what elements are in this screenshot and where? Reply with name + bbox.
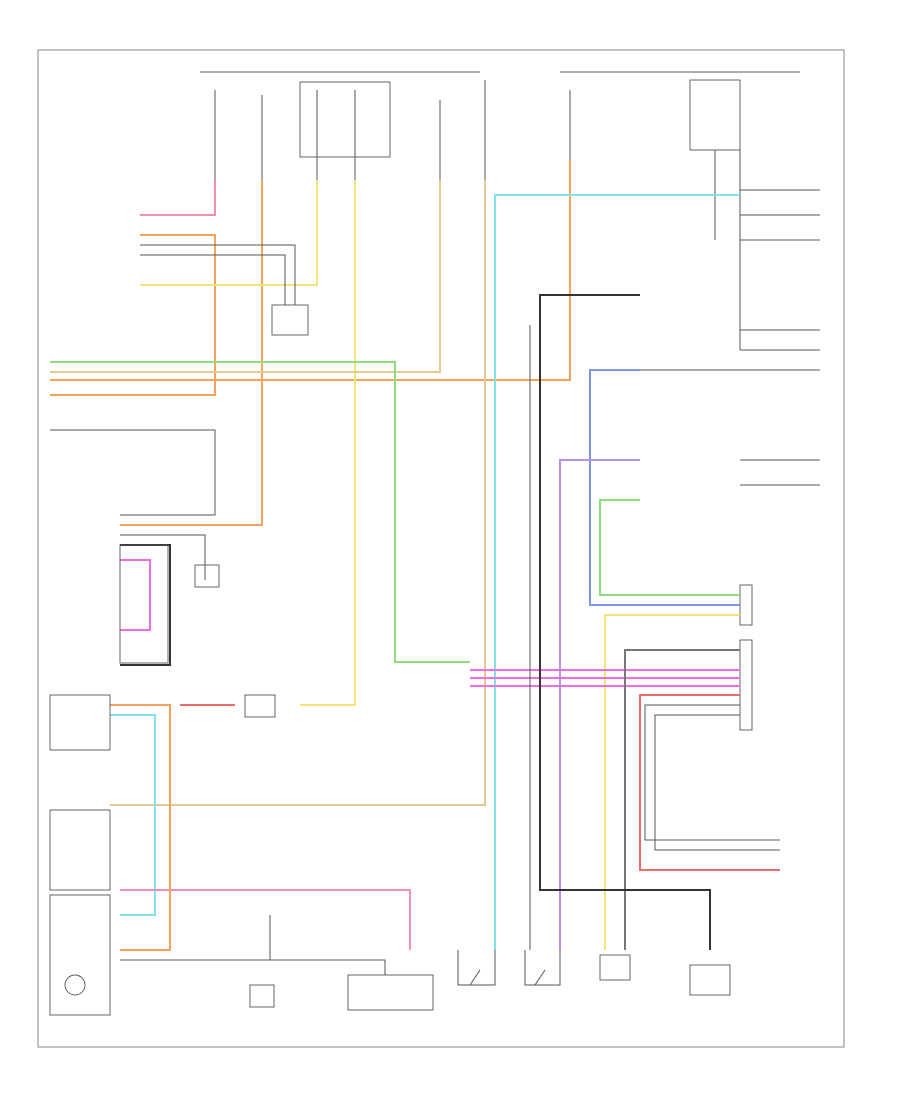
wire-tan-2 [110,180,486,806]
wire-red-1 [639,694,780,871]
wire-orange-right [50,160,571,381]
wire-orange-main [120,180,263,526]
wire-gray [624,649,740,950]
bottom-switches [457,950,561,986]
wire-magenta-4 [120,559,151,631]
wire-yellow-2 [300,180,356,706]
wire-purple [559,459,640,950]
wire-green-1 [50,361,470,663]
component-boxes [49,304,731,1016]
wire-green-2 [599,499,740,596]
wire-yellow-3 [604,614,740,950]
wire-black-2 [120,544,171,666]
wire-group [50,160,780,951]
wire-yellow-1 [140,180,318,286]
wire-pink-top [140,180,216,216]
wire-orange-horizontal [50,234,216,396]
wire-cyan-1 [494,194,740,950]
top-fuse-block [200,71,800,350]
thin-wires [50,244,780,975]
wire-cyan-2 [110,714,156,916]
wire-blue [589,369,740,606]
wire-black-1 [539,294,711,950]
diagram-frame [37,49,845,1048]
wire-pink-bottom [120,889,411,950]
wire-orange-bottom [110,704,171,951]
wire-tan-1 [50,180,441,373]
